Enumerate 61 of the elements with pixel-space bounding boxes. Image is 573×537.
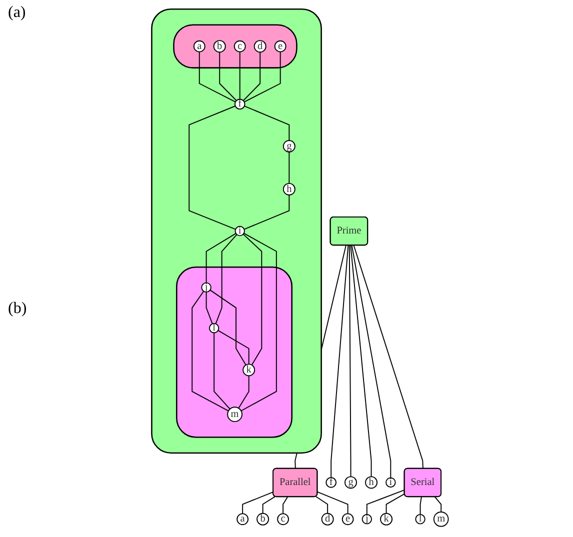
connector	[420, 496, 422, 516]
node-circle: b	[213, 40, 226, 53]
node-circle: e	[342, 513, 354, 526]
connector	[215, 234, 238, 324]
connector	[350, 245, 372, 478]
node-circle: d	[321, 512, 334, 526]
panel-label: (b)	[8, 300, 27, 318]
node-circle: k	[242, 364, 256, 376]
node-circle: i	[386, 477, 396, 488]
node-circle: g	[282, 140, 296, 152]
connector	[238, 375, 250, 409]
connector	[239, 51, 240, 100]
connector	[282, 496, 288, 514]
connector	[366, 490, 406, 516]
node-circle: a	[236, 513, 249, 526]
connector	[214, 332, 230, 410]
cluster	[173, 24, 298, 68]
connector	[242, 234, 262, 366]
node-circle: c	[277, 513, 289, 526]
node-circle: g	[344, 476, 357, 489]
node-circle: j	[201, 282, 212, 293]
connector	[244, 51, 281, 102]
connector	[242, 491, 274, 514]
node-circle: l	[415, 514, 426, 524]
panel-label: (a)	[8, 4, 26, 22]
connector	[330, 245, 349, 478]
node-circle: d	[254, 40, 266, 53]
connector	[192, 290, 229, 412]
node-circle: c	[234, 40, 246, 52]
connector	[219, 52, 237, 102]
connector	[244, 194, 290, 230]
cluster	[151, 8, 322, 454]
connector	[218, 330, 250, 365]
node-circle: f	[234, 98, 246, 110]
connector	[242, 52, 261, 102]
connector	[351, 245, 392, 478]
node-circle: m	[433, 512, 449, 527]
connector	[288, 152, 290, 184]
node-circle: f	[326, 477, 336, 488]
node-circle: m	[227, 406, 242, 422]
node-circle: i	[234, 226, 245, 236]
connector	[434, 496, 442, 512]
node-circle: a	[193, 40, 206, 52]
node-circle: e	[274, 40, 286, 52]
connector	[353, 245, 424, 470]
node-circle: h	[282, 182, 296, 196]
connector	[317, 491, 348, 514]
node-circle: l	[208, 323, 220, 334]
connector	[315, 496, 328, 514]
node-circle: h	[365, 476, 378, 489]
connector	[386, 493, 406, 514]
node-circle: j	[362, 514, 372, 524]
connector	[188, 106, 236, 230]
node-circle: b	[256, 512, 270, 526]
node-circle: k	[380, 512, 393, 526]
connector	[198, 51, 236, 102]
connector	[206, 292, 213, 324]
cluster	[176, 266, 293, 438]
connector	[206, 232, 236, 284]
connector	[348, 245, 352, 478]
connector	[244, 106, 290, 141]
